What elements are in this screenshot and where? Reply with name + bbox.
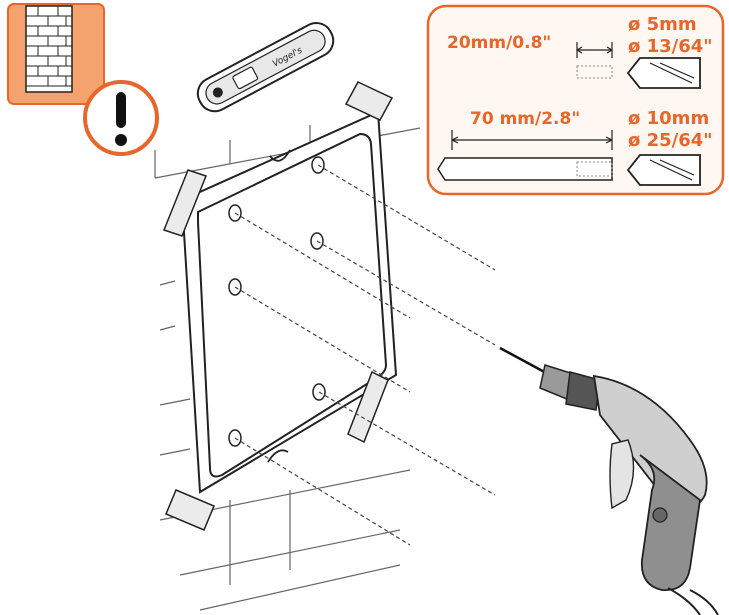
drill-bit-icon-large	[626, 154, 701, 186]
brick-wall-icon	[7, 3, 105, 105]
large-depth-marker	[451, 130, 613, 150]
guide-lines	[234, 164, 496, 546]
small-hole-outline	[576, 65, 613, 79]
large-depth-label: 70 mm/2.8"	[470, 109, 580, 129]
small-diameter-imperial: ø 13/64"	[628, 36, 713, 57]
template-holes	[228, 156, 326, 447]
large-hole-outline	[437, 157, 613, 181]
large-diameter-imperial: ø 25/64"	[628, 130, 713, 151]
tape-strips	[163, 81, 394, 531]
power-drill-icon	[499, 346, 719, 615]
large-diameter-metric: ø 10mm	[628, 108, 709, 129]
drill-bit-icon	[626, 57, 701, 89]
exclamation-icon	[83, 80, 159, 156]
drilling-template-icon	[163, 81, 398, 531]
spirit-level-icon: Vogel's	[196, 22, 335, 113]
drill-spec-panel: 20mm/0.8" ø 5mm ø 13/64" 70 mm/2.8" ø 10…	[426, 4, 725, 196]
small-depth-label: 20mm/0.8"	[447, 33, 551, 53]
small-diameter-metric: ø 5mm	[628, 14, 697, 35]
small-depth-marker	[576, 42, 613, 58]
